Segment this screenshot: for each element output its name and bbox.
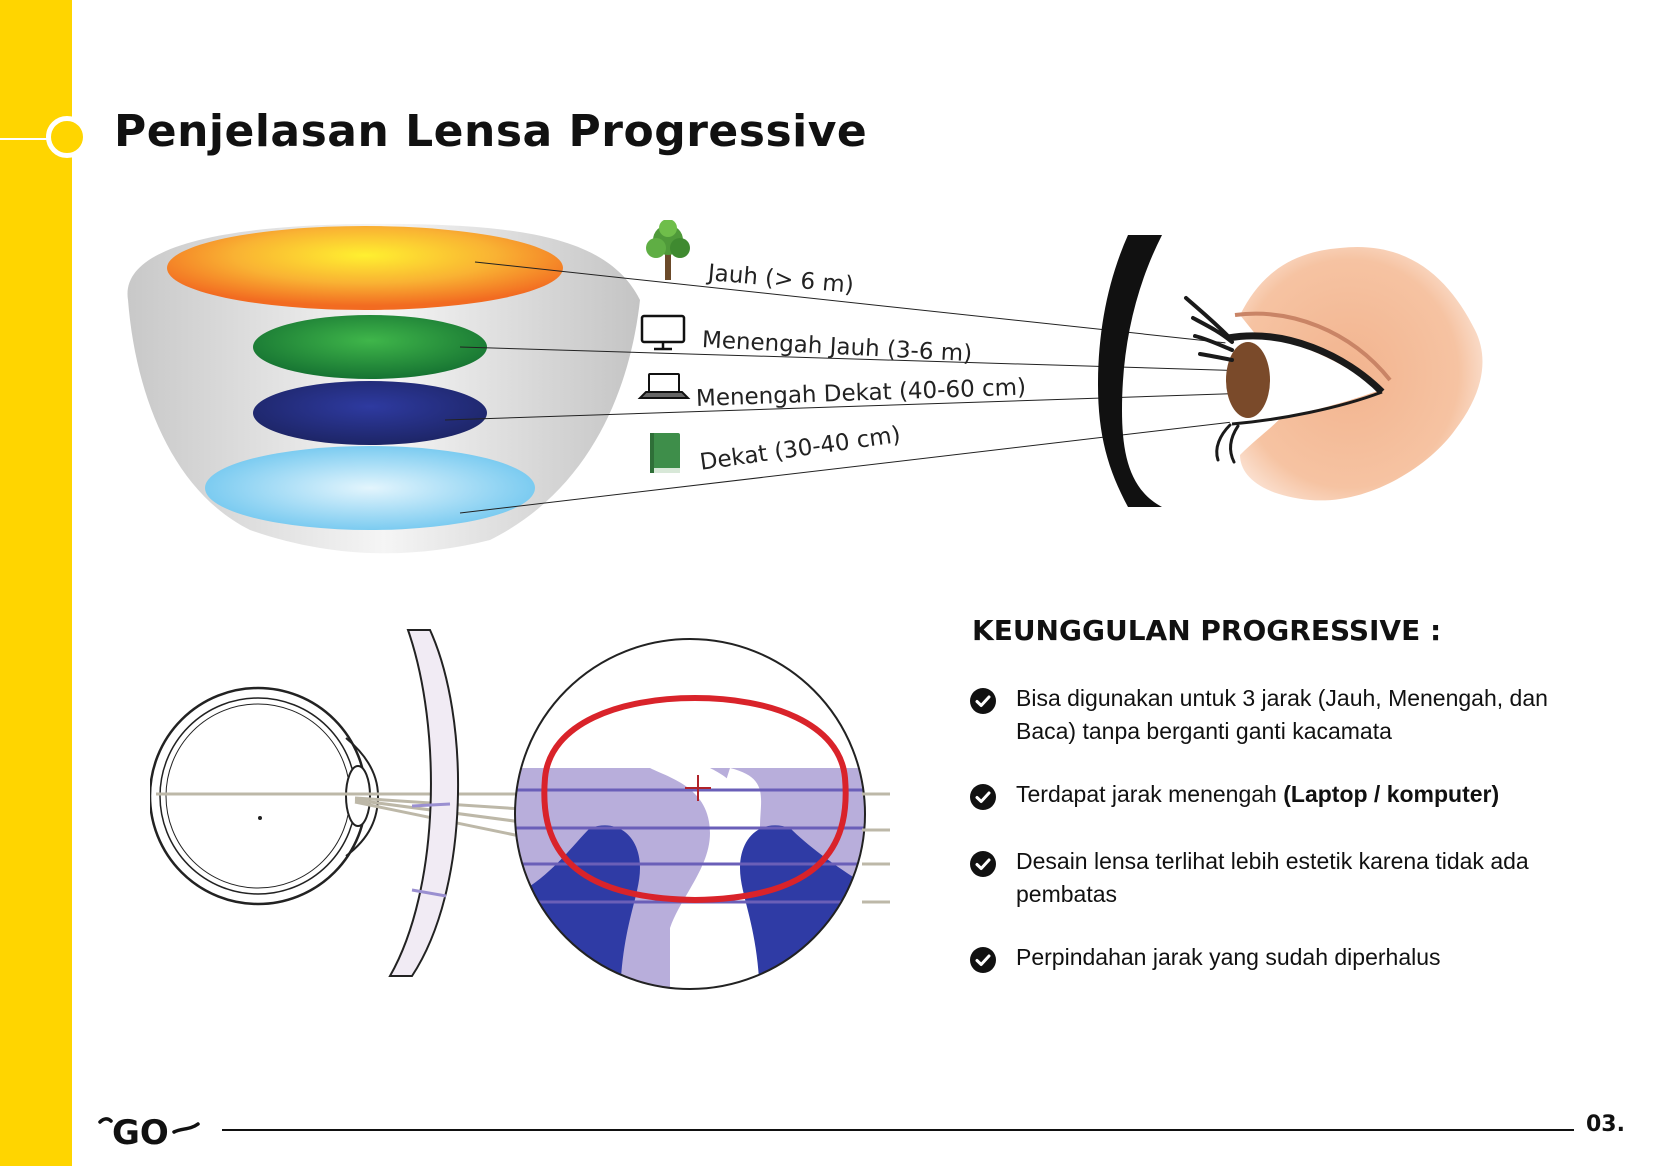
benefit-text: Perpindahan jarak yang sudah diperhalus	[1016, 944, 1441, 970]
corridor-figure	[148, 628, 900, 1003]
page-number: 03.	[1586, 1112, 1625, 1137]
check-circle-icon	[970, 851, 996, 877]
frame-outline	[541, 694, 849, 904]
logo-text: GO	[112, 1113, 169, 1152]
far-zone	[167, 226, 563, 310]
progressive-corridor-diagram	[148, 629, 890, 990]
lens-side-profile	[388, 629, 460, 977]
lens-magnified-view	[514, 638, 866, 990]
tree-icon	[646, 219, 690, 280]
check-circle-icon	[970, 784, 996, 810]
spectacle-lens-profile	[1098, 235, 1162, 507]
check-circle-icon	[970, 947, 996, 973]
title-bullet-dot	[46, 116, 88, 158]
lens-zones-illustration	[127, 219, 1483, 554]
intermediate-near-zone	[253, 381, 487, 445]
laptop-icon	[637, 373, 691, 399]
lens-zones-figure: Jauh (> 6 m) Menengah Jauh (3-6 m) Menen…	[110, 219, 1610, 580]
benefit-text: Bisa digunakan untuk 3 jarak (Jauh, Mene…	[1016, 685, 1548, 744]
footer-rule	[222, 1129, 1574, 1131]
benefit-item: Perpindahan jarak yang sudah diperhalus	[970, 941, 1590, 974]
check-circle-icon	[970, 688, 996, 714]
benefit-bold-text: (Laptop / komputer)	[1283, 781, 1500, 807]
eye-illustration	[1184, 246, 1483, 501]
book-icon	[650, 433, 680, 473]
intermediate-far-zone	[253, 315, 487, 379]
page-title: Penjelasan Lensa Progressive	[114, 106, 868, 157]
title-rule	[0, 138, 52, 140]
sight-lines	[444, 261, 1293, 514]
benefits-heading: KEUNGGULAN PROGRESSIVE :	[972, 614, 1442, 647]
benefits-list: Bisa digunakan untuk 3 jarak (Jauh, Mene…	[970, 682, 1590, 974]
benefit-text: Desain lensa terlihat lebih estetik kare…	[1016, 848, 1529, 907]
near-zone	[205, 446, 535, 530]
benefit-item: Bisa digunakan untuk 3 jarak (Jauh, Mene…	[970, 682, 1590, 748]
accent-sidebar	[0, 0, 72, 1166]
benefit-item: Desain lensa terlihat lebih estetik kare…	[970, 845, 1590, 911]
brand-logo: GO	[98, 1113, 200, 1152]
monitor-icon	[640, 314, 686, 351]
fitting-cross	[685, 775, 711, 801]
benefit-item: Terdapat jarak menengah (Laptop / komput…	[970, 778, 1590, 811]
eyeball-cross-section	[148, 686, 380, 906]
benefit-text: Terdapat jarak menengah	[1016, 781, 1284, 807]
